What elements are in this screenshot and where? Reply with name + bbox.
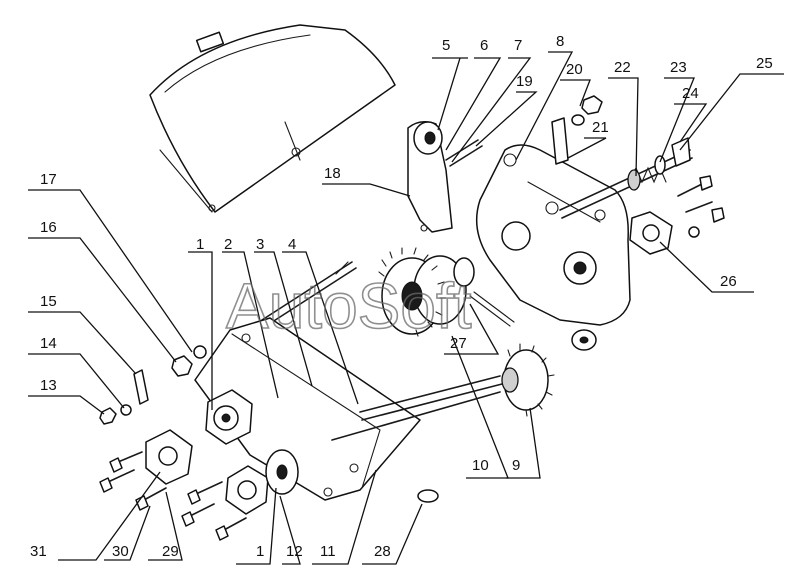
roller-chain <box>469 291 515 327</box>
callout-21: 21 <box>592 119 609 136</box>
side-frame <box>475 144 631 326</box>
bracket <box>407 121 453 233</box>
callout-15: 15 <box>40 293 57 310</box>
leader-lines <box>28 51 784 565</box>
callout-30: 30 <box>112 543 129 560</box>
hardware-left <box>99 345 207 425</box>
callout-31: 31 <box>30 543 47 560</box>
callout-16: 16 <box>40 219 57 236</box>
cotter-pin <box>417 489 439 503</box>
large-sprocket <box>378 247 475 337</box>
watermark: AutoSoft <box>226 270 472 342</box>
callout-1-lower: 1 <box>256 543 264 560</box>
drive-shaft <box>331 375 503 441</box>
callout-labels: 1 2 3 4 5 6 7 8 9 10 11 12 13 14 15 16 1… <box>30 33 773 560</box>
bearing-flange-lower <box>225 449 299 515</box>
small-sprocket <box>501 343 555 417</box>
callout-27: 27 <box>450 335 467 352</box>
callout-11: 11 <box>320 543 336 560</box>
callout-25: 25 <box>756 55 773 72</box>
long-shaft-top <box>261 261 357 327</box>
callout-10: 10 <box>472 457 489 474</box>
callout-5: 5 <box>442 37 450 54</box>
main-housing <box>194 317 421 501</box>
callout-22: 22 <box>614 59 631 76</box>
callout-23: 23 <box>670 59 687 76</box>
callout-1: 1 <box>196 236 204 253</box>
callout-20: 20 <box>566 61 583 78</box>
callout-4: 4 <box>288 236 296 253</box>
callout-28: 28 <box>374 543 391 560</box>
bearing-flange-upper <box>205 389 253 445</box>
callout-3: 3 <box>256 236 264 253</box>
callout-13: 13 <box>40 377 57 394</box>
shaft-spring-assembly <box>559 137 693 219</box>
callout-24: 24 <box>682 85 699 102</box>
callout-19: 19 <box>516 73 533 90</box>
callout-18: 18 <box>324 165 341 182</box>
callout-7: 7 <box>514 37 522 54</box>
callout-6: 6 <box>480 37 488 54</box>
callout-8: 8 <box>556 33 564 50</box>
pin-rod <box>445 139 483 167</box>
idler-roller <box>571 329 597 351</box>
nut-washer-upper <box>551 95 603 165</box>
callout-17: 17 <box>40 171 57 188</box>
callout-12: 12 <box>286 543 303 560</box>
callout-29: 29 <box>162 543 179 560</box>
callout-9: 9 <box>512 457 520 474</box>
callout-2: 2 <box>224 236 232 253</box>
flange-plate-left <box>145 429 193 485</box>
callout-26: 26 <box>720 273 737 290</box>
cover-hood <box>149 24 396 213</box>
flange-plate-right <box>629 175 725 255</box>
callout-14: 14 <box>40 335 57 352</box>
